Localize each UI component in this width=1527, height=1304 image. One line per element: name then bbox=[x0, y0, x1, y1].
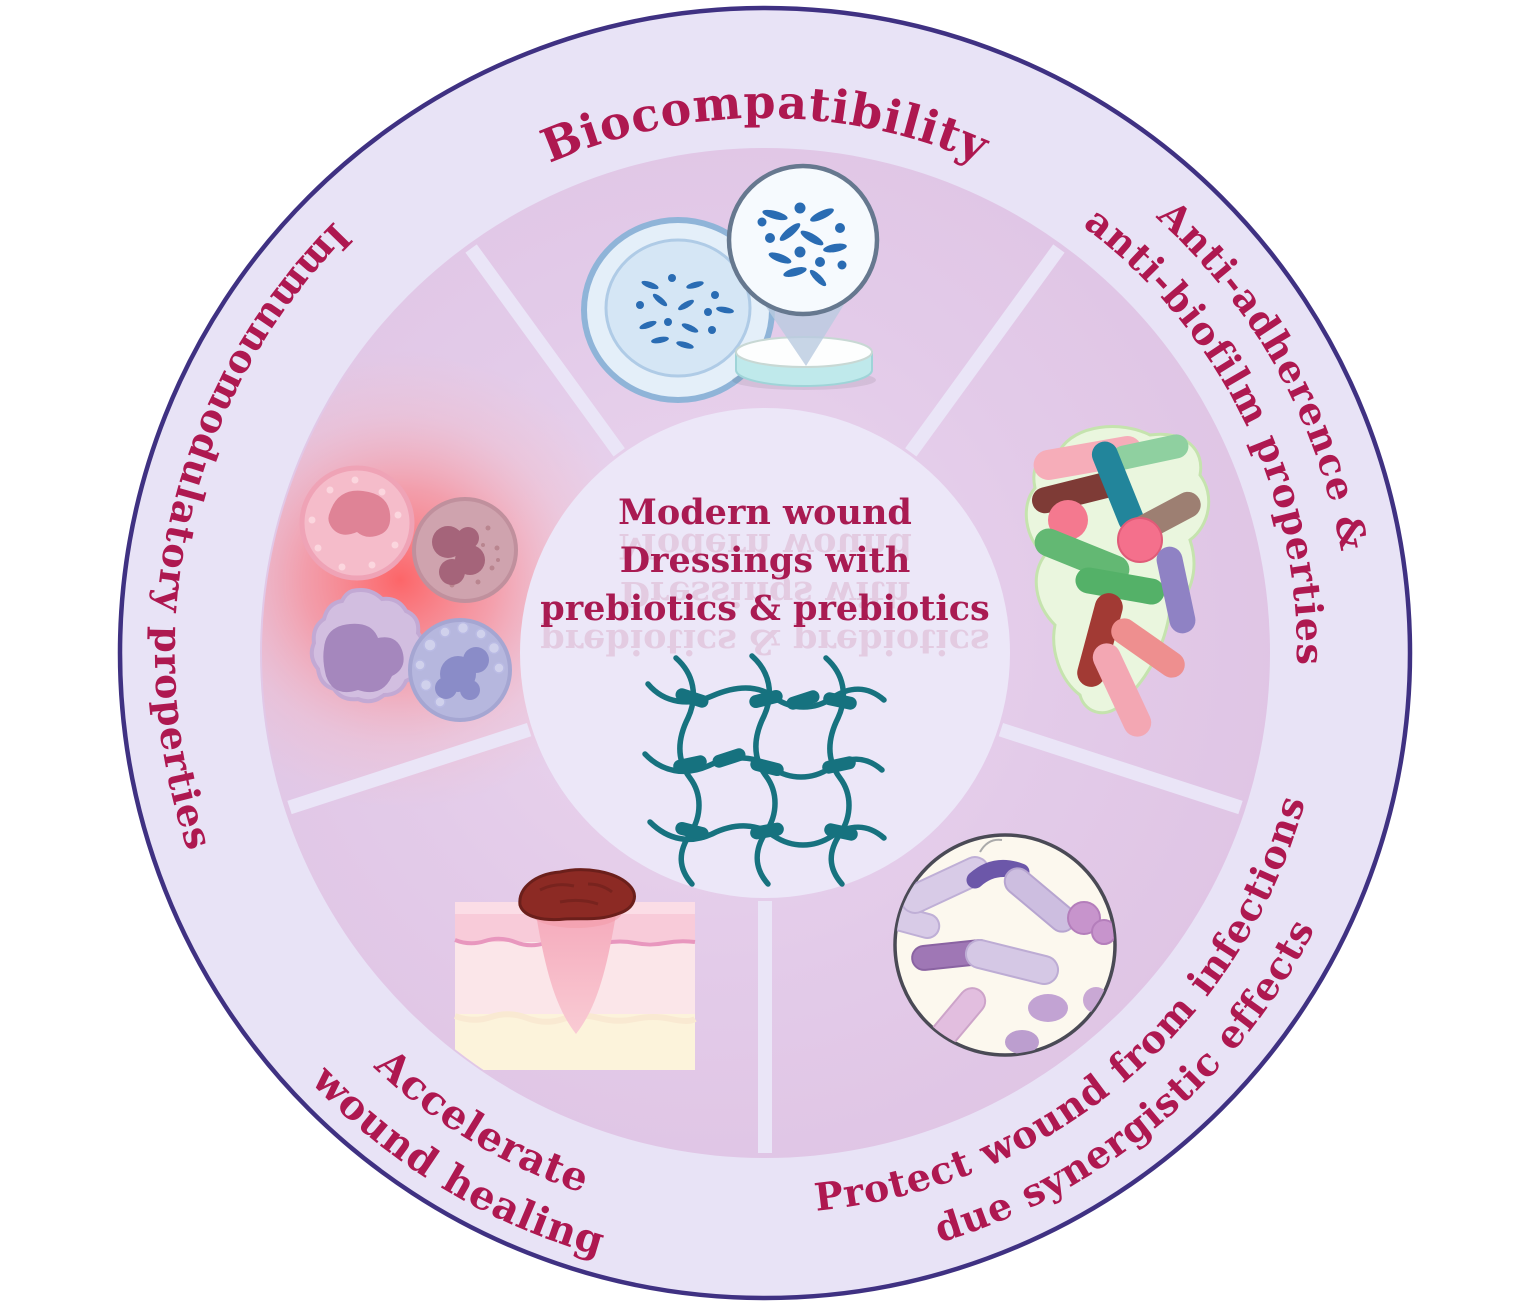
white-blood-cells-icon bbox=[299, 465, 518, 722]
cells-small bbox=[636, 274, 734, 349]
center-circle bbox=[520, 408, 1010, 898]
center-title: Modern wound Dressings with prebiotics &… bbox=[540, 492, 990, 662]
hydrogel-polymer-network-icon bbox=[642, 653, 887, 887]
divider-right bbox=[998, 722, 1243, 815]
biofilm-bacteria-cluster-icon bbox=[1024, 425, 1211, 737]
crosslink-nodes bbox=[673, 688, 858, 841]
sector-dividers bbox=[287, 244, 1243, 1153]
wbc-monocyte-mauve bbox=[412, 497, 518, 603]
petri-dish-cell-culture-icon bbox=[581, 163, 880, 403]
wound-cavity bbox=[534, 902, 618, 1034]
wbc-neutrophil-pink bbox=[299, 465, 415, 581]
center-title-reflection3: prebiotics & prebiotics bbox=[540, 621, 990, 662]
bacteria-microscopy-icon bbox=[893, 833, 1117, 1057]
magnifier-circle bbox=[726, 163, 880, 317]
microscopy-bacteria bbox=[896, 838, 1114, 1054]
wbc-lymphocyte-lavender bbox=[309, 588, 426, 704]
biofilm-rods bbox=[1032, 434, 1201, 737]
wound-scab bbox=[518, 868, 636, 922]
center-title-reflection2: Dressings with bbox=[620, 573, 911, 614]
divider-top-left bbox=[465, 244, 625, 457]
petri-dish-left bbox=[581, 217, 775, 403]
center-title-line2: Dressings with bbox=[620, 540, 911, 581]
divider-top-right bbox=[905, 244, 1065, 457]
center-title-line3: prebiotics & prebiotics bbox=[540, 588, 990, 629]
sector-icons-layer bbox=[299, 163, 1211, 1070]
center-title-line1: Modern wound bbox=[618, 492, 912, 533]
center-title-reflection1: Modern wound bbox=[618, 525, 912, 566]
skin-wound-cross-section-icon bbox=[453, 868, 697, 1070]
cells-magnified bbox=[757, 202, 847, 287]
wbc-basophil-periwinkle bbox=[408, 618, 512, 722]
divider-left bbox=[287, 722, 532, 815]
magnifier-cone bbox=[760, 298, 848, 366]
